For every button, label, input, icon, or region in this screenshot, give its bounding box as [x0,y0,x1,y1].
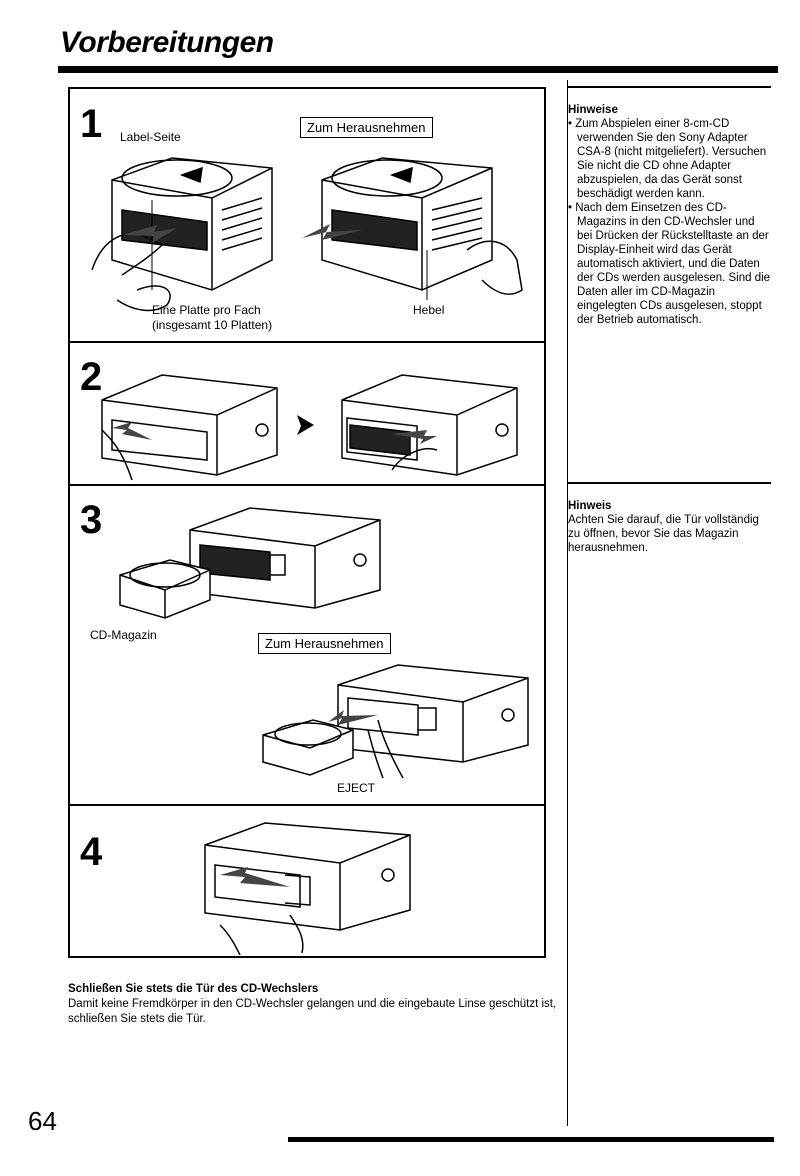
note-item: Nach dem Einsetzen des CD-Magazins in de… [568,201,773,327]
remove-label-step1: Zum Herausnehmen [300,117,433,138]
cd-changer-load-illustration [82,140,294,340]
total-discs-label: (insgesamt 10 Platten) [152,318,273,332]
instruction-frame [68,87,546,958]
notes-rule-1 [568,86,771,88]
hint-text: Achten Sie darauf, die Tür vollständig z… [568,514,759,554]
notes-block: Hinweise Zum Abspielen einer 8-cm-CD ver… [568,103,773,327]
step-1-number: 1 [80,102,103,146]
eject-label: EJECT [337,781,376,795]
step-separator-2 [68,484,546,486]
one-per-slot-label: Eine Platte pro Fach [152,303,261,317]
lever-label: Hebel [413,303,445,317]
notes-heading: Hinweise [568,104,618,116]
step-4-number: 4 [80,830,103,874]
remove-label-step3: Zum Herausnehmen [258,633,391,654]
magazine-insert-illustration [110,500,390,625]
hint-block: Hinweis Achten Sie darauf, die Tür volls… [568,499,773,555]
cd-changer-remove-illustration [302,140,532,340]
title-rule [58,66,778,73]
magazine-label: CD-Magazin [90,628,157,642]
closing-heading: Schließen Sie stets die Tür des CD-Wechs… [68,983,319,995]
door-close-illustration [190,815,420,955]
page-title: Vorbereitungen [60,26,274,59]
footer-rule [288,1137,774,1142]
step-separator-1 [68,341,546,343]
closing-note: Schließen Sie stets die Tür des CD-Wechs… [68,982,558,1027]
notes-rule-2 [568,482,771,484]
closing-text: Damit keine Fremdkörper in den CD-Wechsl… [68,998,557,1025]
magazine-eject-illustration [258,660,538,780]
step-3-number: 3 [80,498,103,542]
hint-heading: Hinweis [568,500,612,512]
step-2-number: 2 [80,355,103,399]
step-separator-3 [68,804,546,806]
column-divider [567,80,568,1126]
note-item: Zum Abspielen einer 8-cm-CD verwenden Si… [568,117,773,201]
door-open-illustration [92,360,532,482]
label-side-label: Label-Seite [120,130,181,144]
page-number: 64 [28,1106,57,1136]
